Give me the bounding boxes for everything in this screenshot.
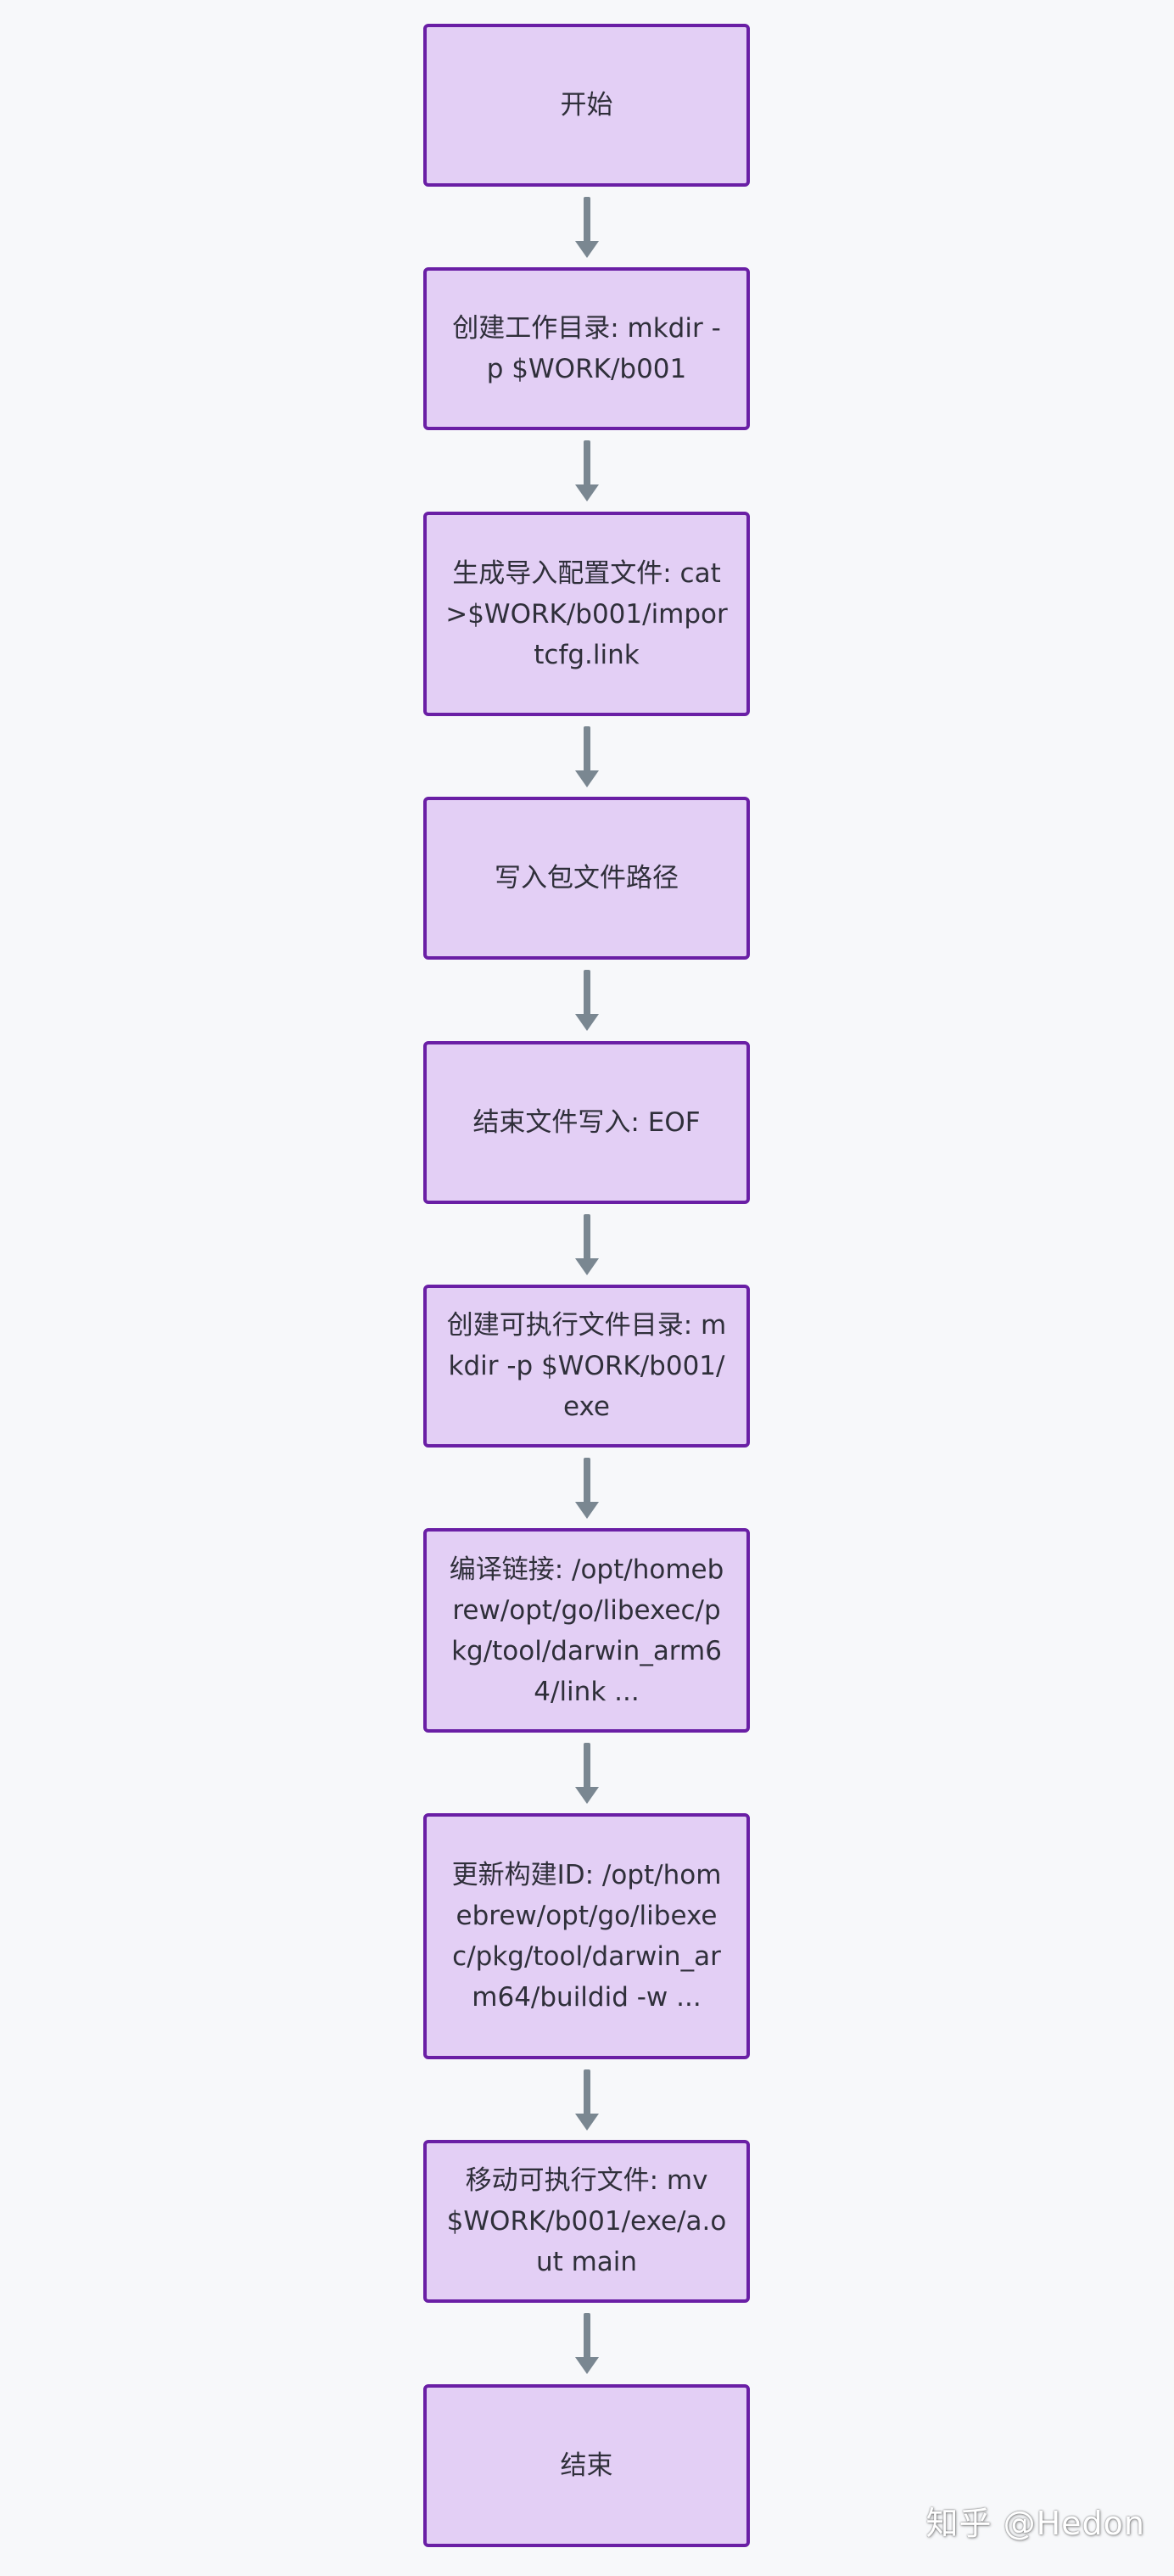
arrow-3: [575, 726, 599, 787]
node-update-buildid: 更新构建ID: /opt/homebrew/opt/go/libexec/pkg…: [423, 1813, 750, 2059]
arrow-1: [575, 197, 599, 258]
arrow-4: [575, 970, 599, 1031]
arrow-7: [575, 1743, 599, 1804]
node-update-buildid-label: 更新构建ID: /opt/homebrew/opt/go/libexec/pkg…: [451, 1860, 722, 2013]
node-move-executable-label: 移动可执行文件: mv $WORK/b001/exe/a.out main: [446, 2165, 727, 2277]
node-create-exe-dir: 创建可执行文件目录: mkdir -p $WORK/b001/exe: [423, 1285, 750, 1448]
node-compile-link-label: 编译链接: /opt/homebrew/opt/go/libexec/pkg/t…: [449, 1554, 724, 1707]
arrow-6: [575, 1458, 599, 1519]
arrow-5: [575, 1214, 599, 1275]
node-write-package-paths-label: 写入包文件路径: [495, 863, 679, 893]
node-generate-importcfg-label: 生成导入配置文件: cat >$WORK/b001/importcfg.link: [445, 557, 728, 670]
node-create-workdir: 创建工作目录: mkdir -p $WORK/b001: [423, 267, 750, 430]
node-move-executable: 移动可执行文件: mv $WORK/b001/exe/a.out main: [423, 2140, 750, 2303]
node-end-file-write: 结束文件写入: EOF: [423, 1041, 750, 1204]
watermark: 知乎 @Hedon: [925, 2505, 1145, 2542]
node-start-label: 开始: [560, 90, 613, 120]
node-end-file-write-label: 结束文件写入: EOF: [472, 1107, 701, 1138]
node-end: 结束: [423, 2384, 750, 2547]
node-create-exe-dir-label: 创建可执行文件目录: mkdir -p $WORK/b001/exe: [446, 1310, 727, 1422]
node-compile-link: 编译链接: /opt/homebrew/opt/go/libexec/pkg/t…: [423, 1528, 750, 1733]
arrow-9: [575, 2313, 599, 2374]
node-end-label: 结束: [560, 2450, 613, 2481]
node-create-workdir-label: 创建工作目录: mkdir -p $WORK/b001: [452, 313, 721, 384]
arrow-2: [575, 440, 599, 501]
node-start: 开始: [423, 24, 750, 187]
node-write-package-paths: 写入包文件路径: [423, 797, 750, 960]
arrow-8: [575, 2069, 599, 2131]
node-generate-importcfg: 生成导入配置文件: cat >$WORK/b001/importcfg.link: [423, 512, 750, 716]
